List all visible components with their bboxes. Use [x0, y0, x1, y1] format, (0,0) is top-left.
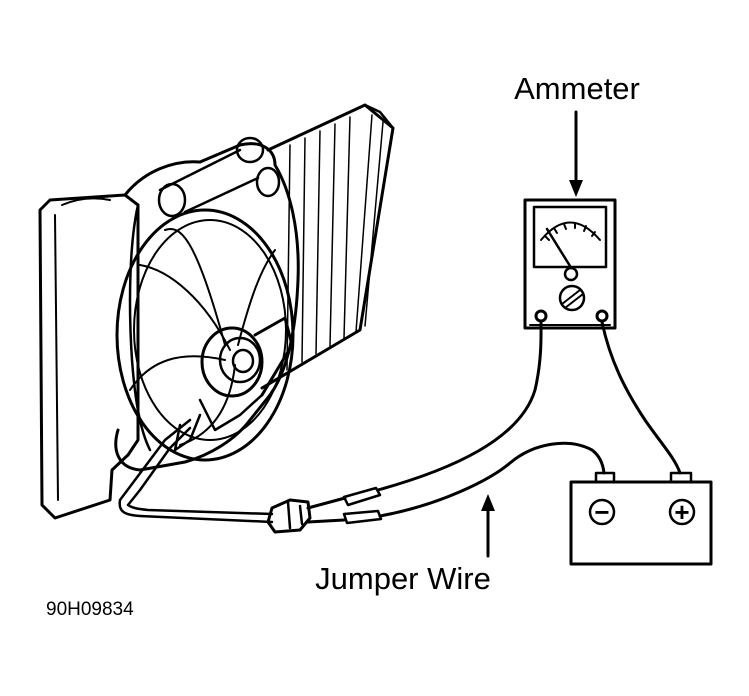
battery-negative-symbol: −: [594, 497, 609, 527]
callout-arrows: [481, 110, 583, 558]
fan-blades: [129, 228, 276, 446]
jumper-wire: [306, 441, 606, 524]
motor-lead-wire: [118, 418, 274, 524]
fan-shroud: [114, 142, 300, 472]
lead-connector-to-ammeter: [306, 320, 543, 510]
harness-connector: [266, 498, 312, 534]
fan-motor: [173, 316, 294, 452]
test-leads: [306, 320, 682, 525]
radiator-core: [260, 103, 395, 390]
ammeter-negative-terminal: [534, 309, 548, 323]
lead-ammeter-to-battery: [600, 320, 682, 475]
battery-positive-symbol: +: [674, 497, 689, 527]
ammeter-adjust-knob: [558, 284, 586, 312]
ammeter-positive-terminal: [595, 309, 609, 323]
radiator-side-tank: [38, 193, 140, 520]
ammeter-needle: [545, 227, 572, 268]
battery: − +: [569, 471, 713, 566]
hose-connectors: [157, 136, 281, 218]
ammeter-label: Ammeter: [514, 71, 640, 106]
fan-ring: [115, 208, 295, 462]
ammeter: [523, 198, 617, 330]
jumper-wire-label: Jumper Wire: [315, 561, 491, 596]
radiator-fan-assembly: [38, 103, 395, 524]
figure-code: 90H09834: [46, 599, 134, 620]
